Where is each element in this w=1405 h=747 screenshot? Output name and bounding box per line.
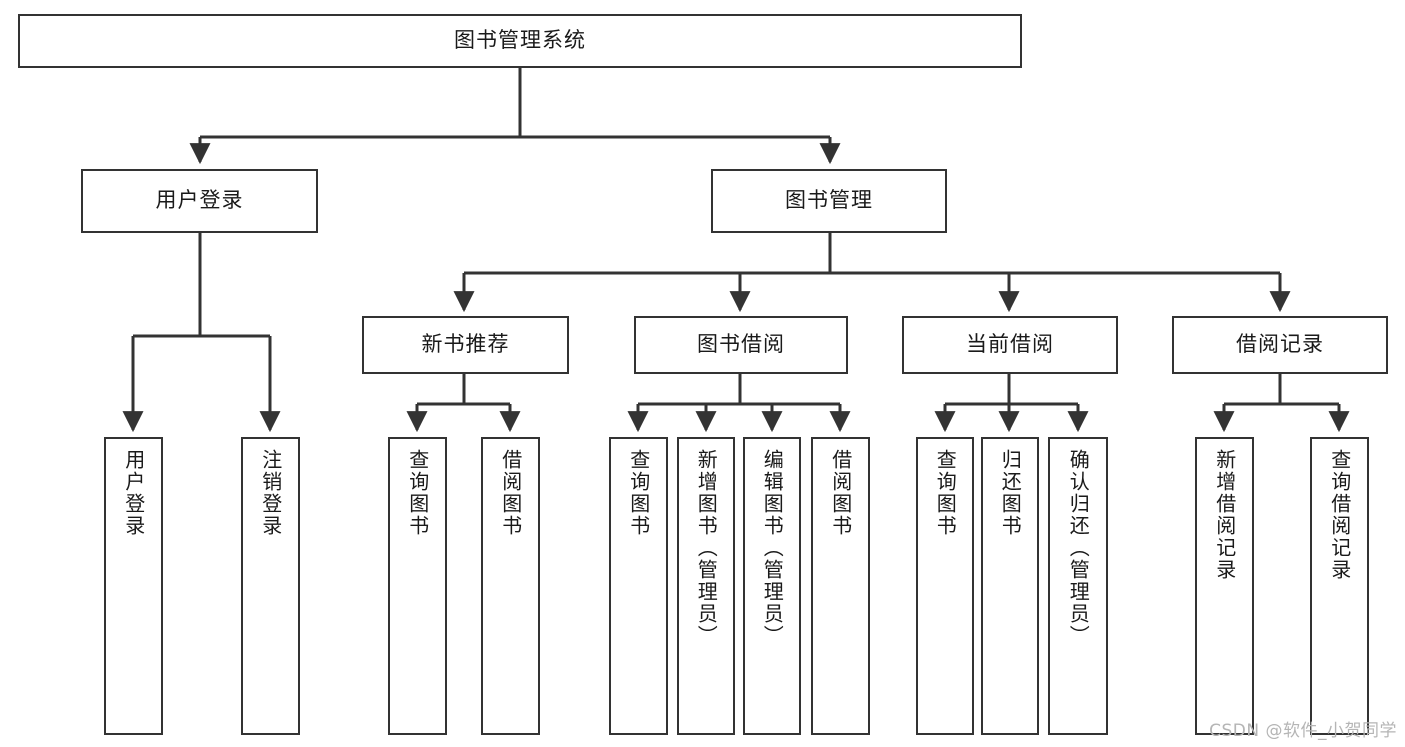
node-label: 借阅记录 bbox=[1236, 332, 1324, 357]
node-label: 查询图书 bbox=[626, 449, 651, 537]
node-leaf-user-login[interactable]: 用户登录 bbox=[104, 437, 163, 735]
node-borrow-record[interactable]: 借阅记录 bbox=[1172, 316, 1388, 374]
node-label: 查询图书 bbox=[405, 449, 430, 537]
node-leaf-query-book-2[interactable]: 查询图书 bbox=[609, 437, 668, 735]
node-label: 借阅图书 bbox=[498, 449, 523, 537]
node-leaf-query-record[interactable]: 查询借阅记录 bbox=[1310, 437, 1369, 735]
node-label: 归还图书 bbox=[998, 449, 1023, 537]
node-label: 借阅图书 bbox=[828, 449, 853, 537]
node-label: 图书管理 bbox=[785, 188, 873, 213]
node-label: 确认归还（管理员） bbox=[1066, 449, 1091, 647]
node-label: 当前借阅 bbox=[966, 332, 1054, 357]
csdn-watermark: CSDN @软件_小贺同学 bbox=[1209, 721, 1397, 741]
node-label: 注销登录 bbox=[258, 449, 283, 537]
node-label: 编辑图书（管理员） bbox=[760, 449, 785, 647]
node-leaf-add-book[interactable]: 新增图书（管理员） bbox=[677, 437, 735, 735]
node-book-borrow[interactable]: 图书借阅 bbox=[634, 316, 848, 374]
node-book-management-system[interactable]: 图书管理系统 bbox=[18, 14, 1022, 68]
node-leaf-user-logout[interactable]: 注销登录 bbox=[241, 437, 300, 735]
node-leaf-add-record[interactable]: 新增借阅记录 bbox=[1195, 437, 1254, 735]
node-leaf-query-book-3[interactable]: 查询图书 bbox=[916, 437, 974, 735]
node-label: 图书借阅 bbox=[697, 332, 785, 357]
node-current-borrow[interactable]: 当前借阅 bbox=[902, 316, 1118, 374]
node-leaf-edit-book[interactable]: 编辑图书（管理员） bbox=[743, 437, 801, 735]
node-book-manage[interactable]: 图书管理 bbox=[711, 169, 947, 233]
node-leaf-return-book[interactable]: 归还图书 bbox=[981, 437, 1039, 735]
node-label: 图书管理系统 bbox=[454, 28, 586, 53]
node-leaf-query-book-1[interactable]: 查询图书 bbox=[388, 437, 447, 735]
node-label: 用户登录 bbox=[121, 449, 146, 537]
node-user-login[interactable]: 用户登录 bbox=[81, 169, 318, 233]
node-label: 查询图书 bbox=[933, 449, 958, 537]
node-label: 用户登录 bbox=[155, 188, 244, 213]
node-label: 新增图书（管理员） bbox=[694, 449, 719, 647]
node-leaf-borrow-book-2[interactable]: 借阅图书 bbox=[811, 437, 870, 735]
node-leaf-borrow-book-1[interactable]: 借阅图书 bbox=[481, 437, 540, 735]
node-new-book-recommend[interactable]: 新书推荐 bbox=[362, 316, 569, 374]
node-label: 新增借阅记录 bbox=[1212, 449, 1237, 581]
node-label: 查询借阅记录 bbox=[1327, 449, 1352, 581]
node-leaf-confirm-return[interactable]: 确认归还（管理员） bbox=[1048, 437, 1108, 735]
node-label: 新书推荐 bbox=[421, 332, 510, 357]
